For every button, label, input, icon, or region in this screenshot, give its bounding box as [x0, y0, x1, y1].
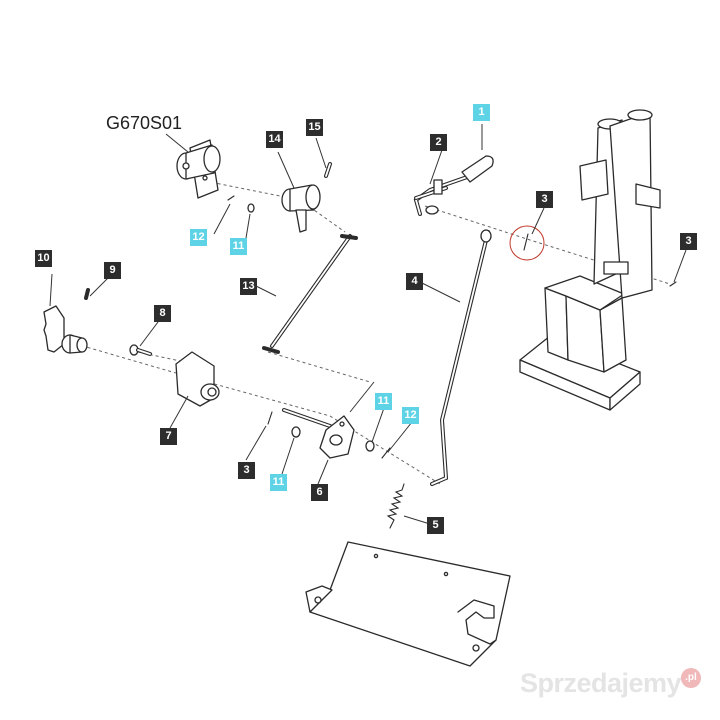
callout-3-lower: 3 [238, 462, 255, 479]
callout-6: 6 [311, 484, 328, 501]
callout-1: 1 [473, 104, 490, 121]
highlight-circle-marker [509, 225, 545, 261]
callout-12-upper: 12 [190, 229, 207, 246]
callout-12-lower: 12 [402, 407, 419, 424]
watermark-badge: .pl [681, 668, 701, 688]
callout-7: 7 [160, 428, 177, 445]
callout-11-right: 11 [375, 393, 392, 410]
leader-lines [49, 124, 687, 525]
bracket-7 [175, 351, 220, 407]
assembly-code-label: G670S01 [106, 113, 183, 133]
callout-2: 2 [430, 134, 447, 151]
control-lever [413, 155, 494, 216]
pin-15 [324, 162, 332, 178]
callout-13: 13 [240, 278, 257, 295]
callout-11-upper: 11 [230, 238, 247, 255]
callout-10: 10 [35, 250, 52, 267]
bottom-cover-plate [305, 541, 511, 667]
rod-13 [262, 234, 358, 354]
callout-14: 14 [266, 131, 283, 148]
callout-5: 5 [427, 517, 444, 534]
callout-4: 4 [406, 273, 423, 290]
steering-column-pedestal [519, 109, 661, 411]
callout-9: 9 [104, 262, 121, 279]
callout-11-lower: 11 [270, 474, 287, 491]
pedal-10 [43, 305, 88, 354]
pin-9 [84, 288, 90, 300]
washer-pin-upper [227, 195, 255, 213]
bolt-8 [129, 344, 152, 356]
rod-4 [430, 229, 492, 486]
shaft-plate-6 [282, 408, 355, 459]
bushing-14 [281, 184, 321, 233]
callout-8: 8 [154, 305, 171, 322]
callout-3-upper: 3 [536, 191, 553, 208]
bracket-assembly [176, 139, 221, 199]
callout-15: 15 [306, 119, 323, 136]
spring-5 [386, 483, 405, 529]
callout-3-right: 3 [680, 233, 697, 250]
small-parts-lower [267, 233, 677, 459]
watermark-text: Sprzedajemy [520, 668, 682, 698]
